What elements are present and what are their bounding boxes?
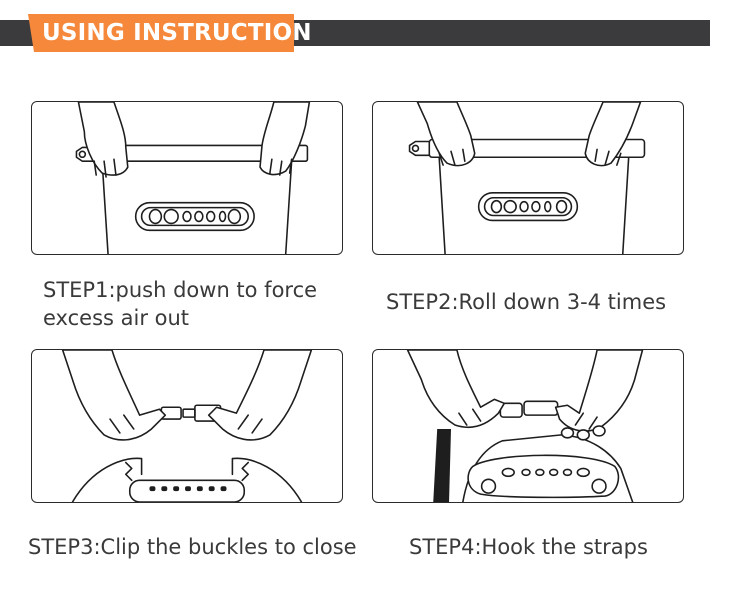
step3-illustration	[31, 349, 343, 503]
page-title: USING INSTRUCTION	[42, 20, 312, 46]
step1-illustration	[31, 101, 343, 255]
step1-caption-line1: STEP1:push down to force	[43, 278, 318, 302]
step2-drawing	[408, 102, 646, 254]
step2-caption: STEP2:Roll down 3-4 times	[386, 290, 667, 314]
header-tag	[28, 14, 294, 52]
step4-caption: STEP4:Hook the straps	[409, 535, 648, 559]
step4-illustration	[372, 349, 684, 503]
step1-caption-line2: excess air out	[43, 306, 190, 330]
step4-drawing	[406, 350, 644, 502]
step3-caption: STEP3:Clip the buckles to close	[28, 535, 357, 559]
step2-illustration	[372, 101, 684, 255]
step1-drawing	[75, 102, 311, 254]
step3-drawing	[61, 350, 313, 502]
